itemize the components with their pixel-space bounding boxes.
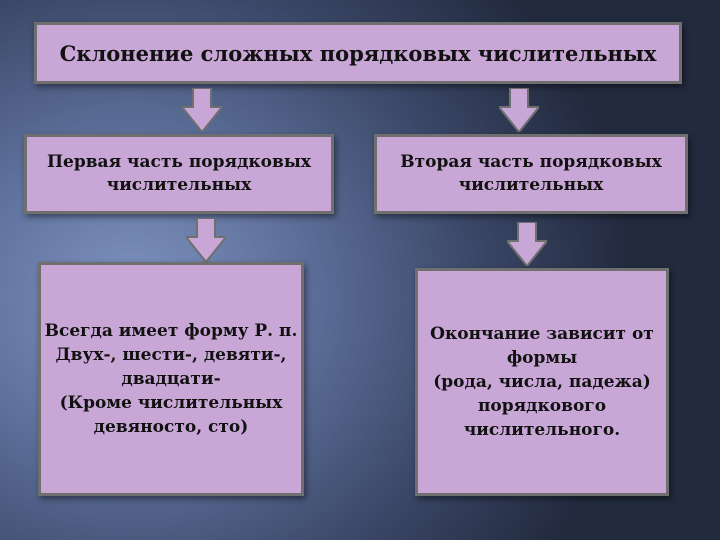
- arrow-down-icon: [186, 218, 226, 262]
- diagram-title-text: Склонение сложных порядковых числительны…: [59, 40, 657, 66]
- second-part-detail-text: Окончание зависит от формы (рода, числа,…: [430, 323, 654, 441]
- arrow-down-icon: [507, 222, 547, 266]
- first-part-detail-text: Всегда имеет форму Р. п. Двух-, шести-, …: [44, 320, 298, 438]
- first-part-detail-box: Всегда имеет форму Р. п. Двух-, шести-, …: [38, 262, 304, 496]
- diagram-title: Склонение сложных порядковых числительны…: [34, 22, 682, 84]
- second-part-heading-text: Вторая часть порядковых числительных: [400, 152, 662, 195]
- arrow-down-icon: [182, 88, 222, 132]
- first-part-heading-text: Первая часть порядковых числительных: [46, 152, 312, 195]
- first-part-heading-box: Первая часть порядковых числительных: [24, 134, 334, 214]
- second-part-detail-box: Окончание зависит от формы (рода, числа,…: [415, 268, 669, 496]
- arrow-down-icon: [499, 88, 539, 132]
- second-part-heading-box: Вторая часть порядковых числительных: [374, 134, 688, 214]
